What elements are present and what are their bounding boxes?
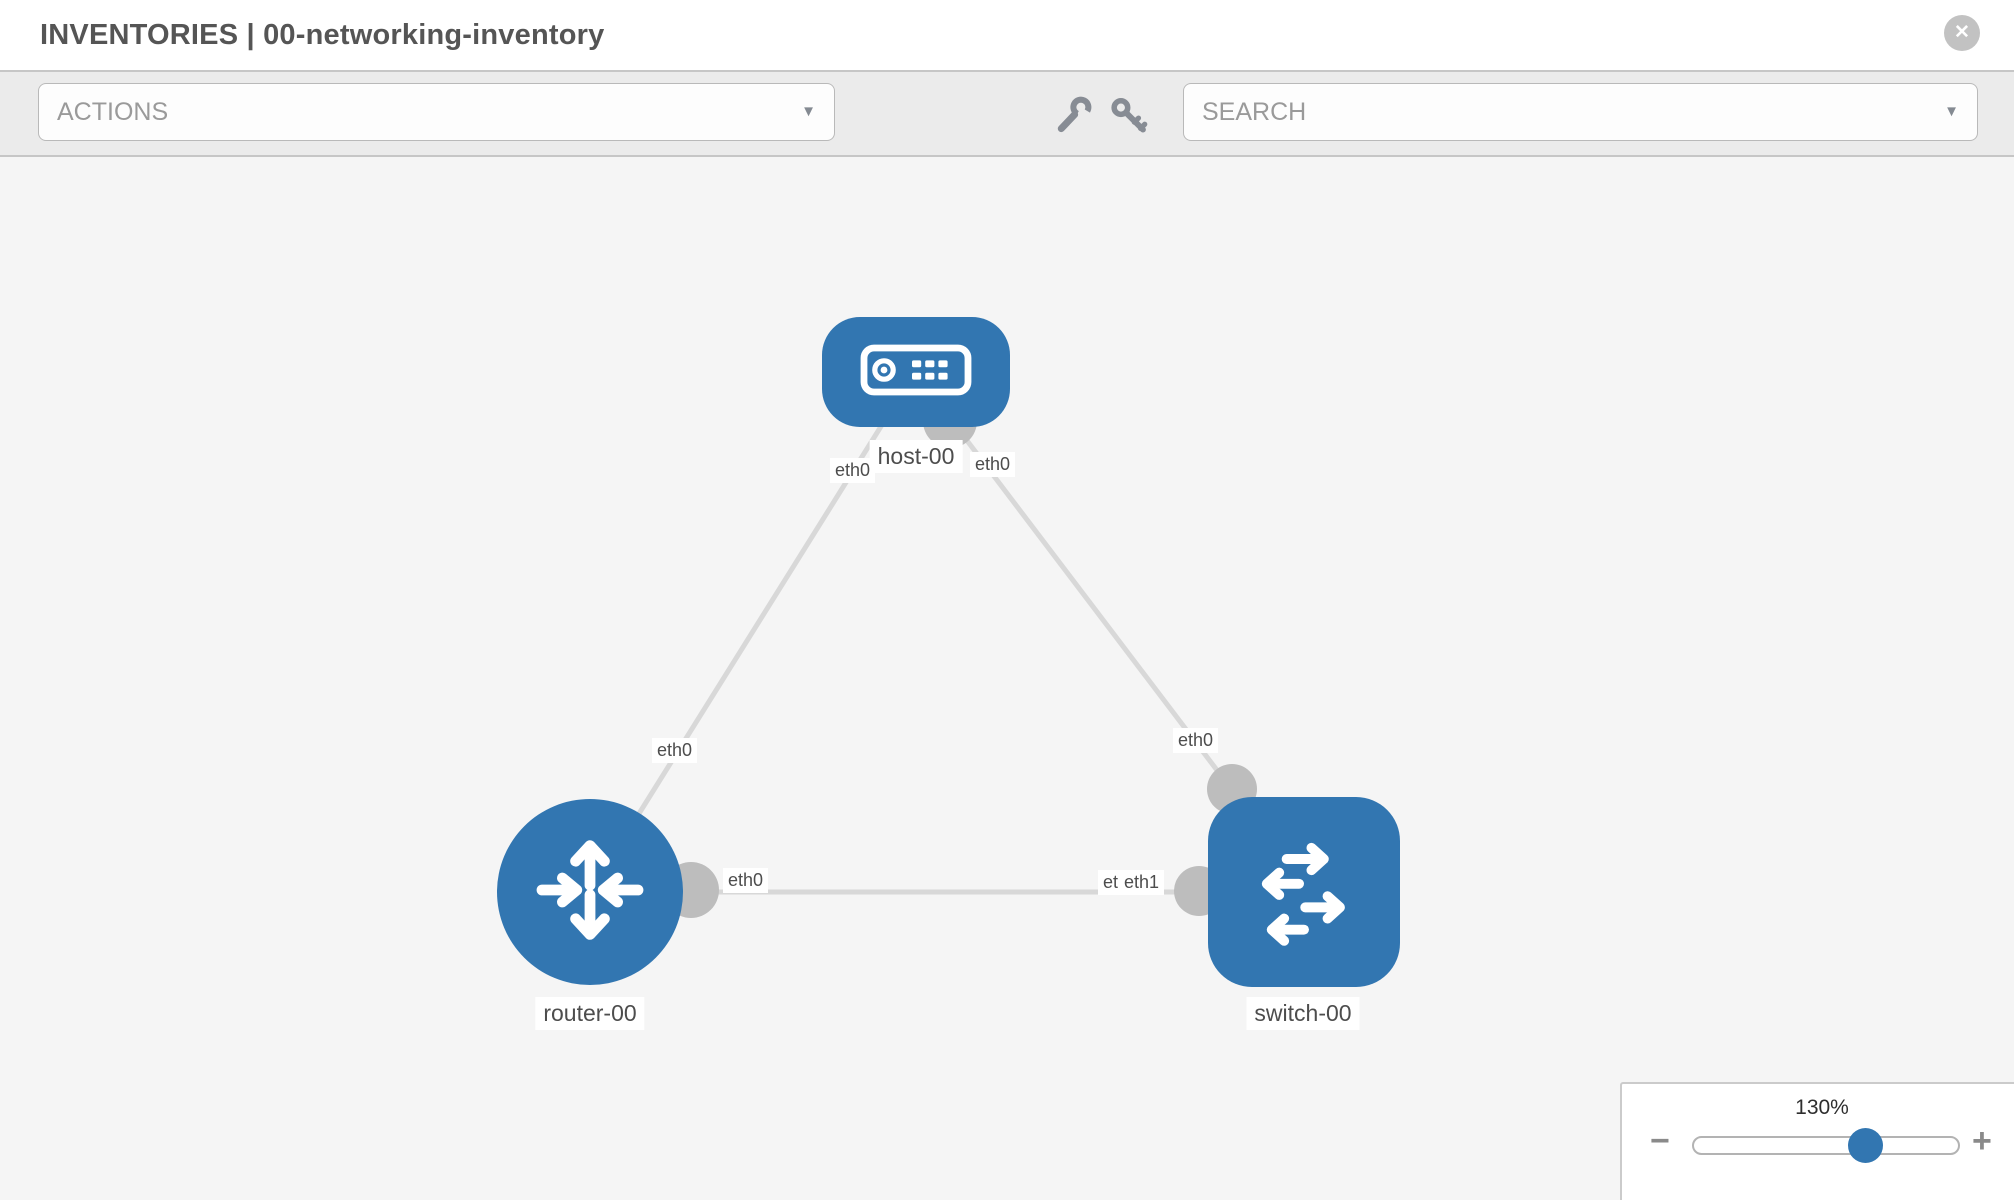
node-host-00[interactable] (822, 317, 1010, 427)
configure-button[interactable] (1051, 94, 1095, 138)
zoom-slider-thumb[interactable] (1848, 1128, 1883, 1163)
close-icon[interactable]: ✕ (1944, 15, 1980, 51)
iface-label-router-eth0-uplink: eth0 (652, 738, 698, 763)
search-placeholder: SEARCH (1202, 98, 1307, 126)
key-icon (1107, 98, 1151, 142)
iface-label-router-eth0: eth0 (723, 868, 769, 893)
zoom-out-button[interactable]: − (1650, 1122, 1670, 1160)
node-label-router-00: router-00 (535, 997, 645, 1030)
node-label-switch-00: switch-00 (1246, 997, 1360, 1030)
credentials-button[interactable] (1107, 94, 1151, 138)
zoom-panel: 130% − + (1620, 1082, 2014, 1200)
actions-dropdown[interactable]: ACTIONS ▼ (38, 83, 835, 141)
chevron-down-icon: ▼ (801, 103, 816, 120)
toolbar: ACTIONS ▼ SEARCH ▼ (0, 70, 2014, 157)
iface-label-host-eth0-right: eth0 (970, 452, 1016, 477)
page-title: INVENTORIES | 00-networking-inventory (40, 19, 605, 51)
switch-icon (1242, 828, 1366, 957)
search-dropdown[interactable]: SEARCH ▼ (1183, 83, 1978, 141)
zoom-level-value: 130% (1795, 1096, 1849, 1119)
iface-label-switch-eth0-uplink: eth0 (1173, 728, 1219, 753)
wrench-icon (1051, 96, 1095, 142)
router-icon (530, 830, 650, 955)
topology-canvas[interactable] (0, 157, 2014, 1200)
node-label-host-00: host-00 (869, 440, 963, 473)
iface-label-switch-eth1: eth1 (1119, 870, 1165, 895)
node-switch-00[interactable] (1208, 797, 1400, 987)
iface-label-host-eth0-left: eth0 (830, 458, 876, 483)
host-icon (860, 344, 972, 401)
zoom-slider-track[interactable] (1692, 1136, 1960, 1155)
node-router-00[interactable] (497, 799, 683, 985)
zoom-in-button[interactable]: + (1972, 1122, 1992, 1160)
chevron-down-icon: ▼ (1944, 103, 1959, 120)
actions-dropdown-label: ACTIONS (57, 98, 169, 126)
page-header: INVENTORIES | 00-networking-inventory ✕ (0, 0, 2014, 70)
